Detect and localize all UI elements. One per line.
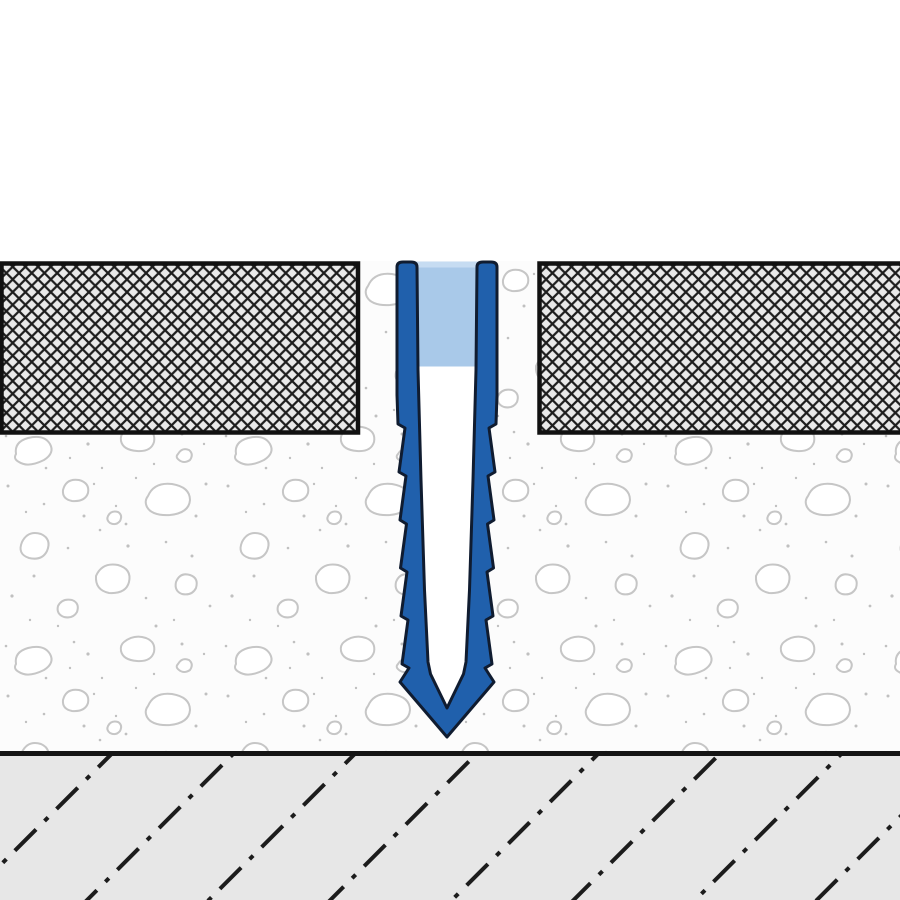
joint-insert [415,261,479,367]
tile-covering-left [0,261,361,435]
joint-insert-top-highlight [415,261,479,268]
substrate-boundary-line [0,751,900,756]
joint-channel [417,262,477,708]
substrate-hatch [0,756,900,900]
anchor-profile [395,260,499,739]
tile-covering-right [537,261,900,435]
